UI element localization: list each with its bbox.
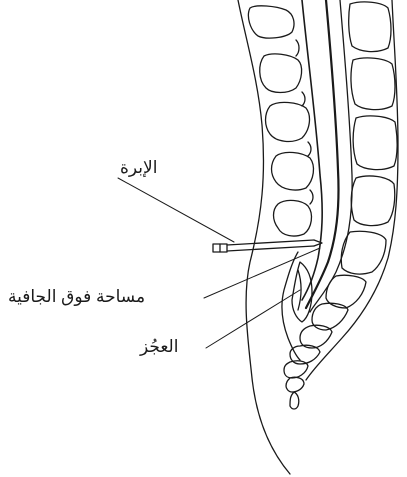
dura-line-back xyxy=(302,0,322,300)
dura-line-front xyxy=(306,0,339,308)
epidural-space-label: مساحة فوق الجافية xyxy=(8,287,145,307)
needle-leader-line xyxy=(118,178,234,242)
sacrum-inner-shape xyxy=(292,262,312,322)
sacrum-leader-line xyxy=(206,290,300,348)
needle xyxy=(213,240,322,252)
sacrum-label: العجُز xyxy=(140,337,178,357)
spinous-processes xyxy=(248,6,313,236)
needle-shaft-top xyxy=(227,240,314,245)
needle-shaft-bottom xyxy=(227,246,314,251)
articular-processes xyxy=(296,40,313,204)
epidural-leader-line xyxy=(204,248,320,298)
back-outline xyxy=(238,0,290,474)
coccyx-segments xyxy=(284,361,308,409)
sacrum-outline xyxy=(282,252,300,360)
needle-label: الإبرة xyxy=(120,158,157,178)
